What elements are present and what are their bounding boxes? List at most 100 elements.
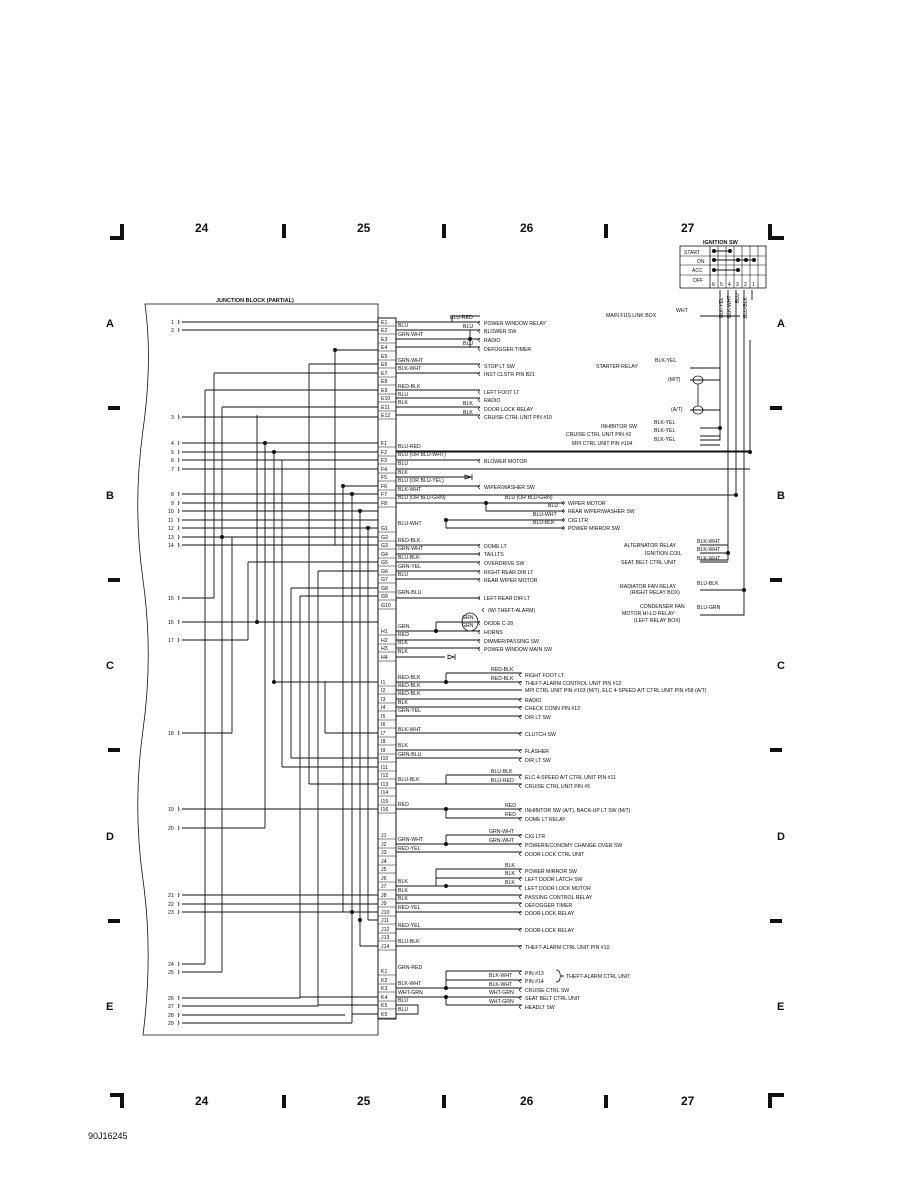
block-pin-label: G5 <box>381 560 388 566</box>
terminal-mark <box>177 534 180 540</box>
wire-color-label: BLK <box>398 640 408 646</box>
wire-color-label: GRN <box>398 624 410 630</box>
component-label: BLU-GRN <box>697 605 721 611</box>
destination-label: DIR LT SW <box>525 758 551 764</box>
wire-color-label: BLU-WHT <box>533 512 557 518</box>
row-label: A <box>106 318 114 330</box>
component-label: BLK-WHT <box>697 539 721 545</box>
destination-label: DIODE C-28 <box>484 621 513 627</box>
block-pin-label: J2 <box>381 842 387 848</box>
wire-color-label: BLK <box>398 470 408 476</box>
junction-block-title: JUNCTION BLOCK (PARTIAL) <box>216 298 294 304</box>
connector-arrow <box>518 697 522 703</box>
block-pin-label: J4 <box>381 859 387 865</box>
connector-number: 1 <box>171 320 174 326</box>
col-label: 26 <box>520 221 534 235</box>
terminal-mark <box>177 806 180 812</box>
component-label: MOTOR HI-LO RELAY <box>622 611 675 617</box>
row-label: B <box>777 490 785 502</box>
destination-label: CLUTCH SW <box>525 732 556 738</box>
wire-color-label: BLU-RED <box>398 444 421 450</box>
connector-arrow <box>477 646 481 652</box>
wire-color-label: RED-BLK <box>398 675 421 681</box>
connector-arrow <box>518 714 522 720</box>
wire-color-label: GRN-WHT <box>398 546 424 552</box>
destination-label: CRUISE CTRL UNIT PIN #5 <box>525 784 590 790</box>
connector-arrow <box>518 894 522 900</box>
connector-number: 11 <box>168 518 173 524</box>
wire-color-label: GRN-WHT <box>398 358 424 364</box>
block-pin-label: I3 <box>381 697 385 703</box>
destination-label: CRUISE CTRL UNIT PIN #10 <box>484 415 552 421</box>
block-pin-label: E11 <box>381 405 390 411</box>
connector-arrow <box>518 672 522 678</box>
wire-color-label: RED-BLK <box>491 676 514 682</box>
terminal-mark <box>177 414 180 420</box>
block-pin-label: I12 <box>381 773 388 779</box>
wire-color-label: BLK <box>505 871 515 877</box>
terminal-mark <box>177 491 180 497</box>
wire-color-label: BLU (OR BLU-WHT) <box>398 452 446 458</box>
block-pin-label: J7 <box>381 884 387 890</box>
connector-arrow <box>518 876 522 882</box>
terminal-mark <box>177 525 180 531</box>
connector-arrow <box>518 680 522 686</box>
block-pin-label: E3 <box>381 337 387 343</box>
connector-arrow <box>477 543 481 549</box>
wire-color-label: BLK <box>398 896 408 902</box>
connector-arrow <box>477 389 481 395</box>
connector-number: 10 <box>168 509 174 515</box>
connector-number: 22 <box>168 902 174 908</box>
destination-label: RIGHT FOOT LT <box>525 673 565 679</box>
connector-arrow <box>518 1004 522 1010</box>
component-label: (M/T) <box>668 377 681 383</box>
connector-arrow <box>561 525 565 531</box>
connector-arrow <box>477 620 481 626</box>
destination-label: DEFOGGER TIMER <box>484 347 531 353</box>
wire-color-labels: BLUGRN-WHTGRN-WHTBLK-WHTRED-BLKBLUBLKBLU… <box>398 323 446 1013</box>
row-label: E <box>106 1001 113 1013</box>
block-pin-label: E10 <box>381 396 390 402</box>
col-label: 27 <box>681 1094 695 1108</box>
block-pin-label: H2 <box>381 638 388 644</box>
wiring-lines <box>182 290 753 1024</box>
connector-number: 13 <box>168 535 174 541</box>
connector-numbers: 1234567891011121314151617181920212223242… <box>168 319 180 1027</box>
destination-label: DOME LT <box>484 544 508 550</box>
mpi-line-label: MPI CTRL UNIT PIN #103 (M/T), ELC 4-SPEE… <box>525 688 707 694</box>
destination-label: WIPER/WASHER SW <box>484 485 535 491</box>
block-pin-label: K5 <box>381 1003 387 1009</box>
junction-block-outline <box>137 303 379 1036</box>
wire-color-label: RED-BLK <box>491 667 514 673</box>
wire-color-label: GRN-RED <box>398 965 422 971</box>
destination-label: TAILLTS <box>484 552 504 558</box>
ignition-position: OFF <box>693 278 703 284</box>
terminal-mark <box>177 730 180 736</box>
connector-number: 18 <box>168 731 174 737</box>
destination-label: DOOR LOCK RELAY <box>484 407 534 413</box>
destination-label: POWER MIRROR SW <box>568 526 620 532</box>
wire-color-label: BLK <box>398 700 408 706</box>
wire-color-label: BLK-WHT <box>398 727 422 733</box>
block-pin-label: E2 <box>381 328 387 334</box>
connector-number: 15 <box>168 596 174 602</box>
wire-color-label: BLU <box>548 503 558 509</box>
component-label: INHIBITOR SW <box>601 424 637 430</box>
connector-arrow <box>477 629 481 635</box>
block-pin-label: G10 <box>381 603 391 609</box>
component-label: (A/T) <box>671 407 683 413</box>
connector-number: 14 <box>168 543 174 549</box>
terminal-mark <box>177 1003 180 1009</box>
block-pin-label: K2 <box>381 978 387 984</box>
wire-color-label: BLU (OR BLU-YEL) <box>398 478 444 484</box>
row-labels: A B C D E A B C D E <box>106 318 785 1013</box>
destination-label: CHECK CONN PIN #12 <box>525 706 580 712</box>
wire-color-label: BLU <box>398 998 408 1004</box>
connector-arrow <box>561 508 565 514</box>
col-label: 25 <box>357 1094 371 1108</box>
wire-color-label: BLU <box>463 341 473 347</box>
destination-label: POWER WINDOW MAIN SW <box>484 647 552 653</box>
wire-color-label: BLU-BLK <box>533 520 555 526</box>
